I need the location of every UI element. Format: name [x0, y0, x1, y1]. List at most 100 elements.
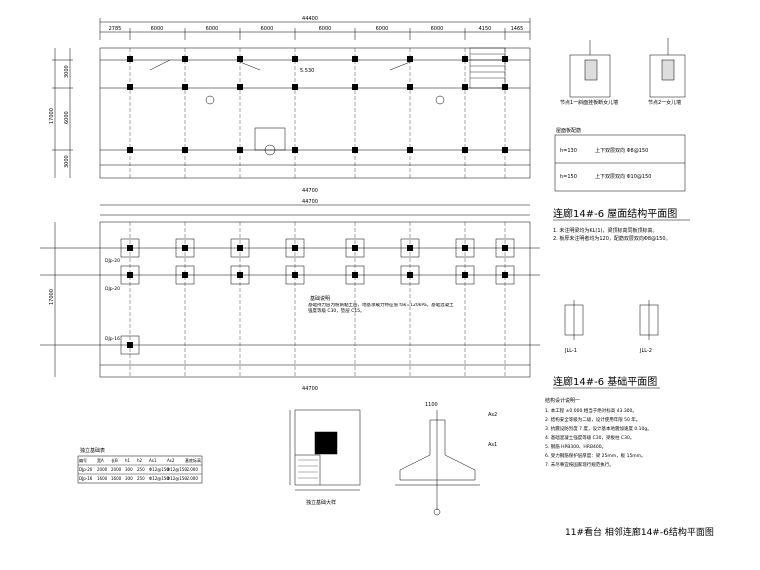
column — [127, 272, 133, 278]
footing-pad — [400, 265, 420, 285]
roof-left-dims — [52, 48, 73, 178]
column — [237, 272, 243, 278]
table-cell: 250 — [137, 476, 145, 481]
column — [407, 272, 413, 278]
slab-legend-title: 屋面板配筋 — [556, 127, 581, 134]
foundation-note-heading: 基础说明 — [310, 295, 330, 302]
jll2-title: JLL-2 — [639, 348, 652, 354]
section-as1: As1 — [488, 442, 497, 448]
footing-detail-plan — [289, 409, 361, 491]
table-cell: Φ12@150 — [167, 476, 187, 481]
dim-left-total: 17000 — [49, 108, 55, 124]
footing-table-title: 独立基础表 — [80, 447, 105, 454]
dim-bay: 6000 — [376, 26, 389, 32]
general-note-item: 5. 钢筋 HPB300、HRB400。 — [545, 443, 606, 450]
roof-columns — [127, 56, 508, 153]
footing-pad — [120, 238, 140, 258]
foundation-note-text: 基础持力层为粉质黏土层，地基承载力特征值 fak=120kPa。基础混凝土强度等… — [308, 303, 454, 314]
dim-left: 3000 — [64, 155, 70, 168]
jll1-title: JLL-1 — [564, 348, 577, 354]
foundation-plan-title: 连廊14#-6 基础平面图 — [553, 375, 657, 388]
table-header: 基底标高 — [185, 457, 201, 463]
footing-pad — [285, 238, 305, 258]
slab-text: 上下双层双向 Φ10@150 — [595, 173, 651, 180]
dim-overall-found-top: 44700 — [302, 199, 318, 205]
dim-bay: 6000 — [319, 26, 332, 32]
column — [127, 245, 133, 251]
roof-dimensions: 44400 2785 6000 6000 6000 6000 6000 6000… — [109, 16, 524, 194]
column — [462, 272, 468, 278]
section-width: 1100 — [425, 402, 438, 408]
table-cell: Φ12@150 — [149, 476, 169, 481]
footing-pad — [455, 238, 475, 258]
dim-bay: 6000 — [261, 26, 274, 32]
general-notes-heading: 结构设计说明一 — [545, 397, 580, 404]
jll-details — [564, 300, 659, 340]
column — [352, 272, 358, 278]
table-frame — [77, 455, 203, 484]
footing-pad — [495, 238, 515, 258]
slab-text: 上下双层双向 Φ8@150 — [595, 147, 648, 154]
table-cell: DJp-16 — [79, 476, 93, 481]
table-cell: Φ12@150 — [167, 467, 187, 472]
footing-pad — [455, 265, 475, 285]
table-header: 编号 — [79, 457, 87, 463]
column — [502, 245, 508, 251]
dim-bay: 6000 — [431, 26, 444, 32]
general-notes: 1. 本工程 ±0.000 相当于绝对标高 43.300。2. 结构安全等级为二… — [545, 407, 652, 468]
column — [407, 245, 413, 251]
table-header: h1 — [125, 458, 131, 463]
dim-left: 6000 — [64, 111, 70, 124]
dim-bay: 6000 — [206, 26, 219, 32]
footing-pad — [175, 265, 195, 285]
column — [292, 272, 298, 278]
dim-overall-top: 44400 — [302, 16, 318, 22]
column — [502, 272, 508, 278]
roof-plan-title: 连廊14#-6 屋面结构平面图 — [553, 207, 677, 220]
column — [462, 245, 468, 251]
elevation-label: 5.530 — [300, 68, 314, 74]
footing-pad — [345, 265, 365, 285]
table-cell: -2.000 — [185, 476, 198, 481]
dim-bay: 1465 — [511, 26, 524, 32]
node-details — [569, 38, 686, 98]
roof-grid-ticks — [99, 18, 531, 40]
column — [182, 245, 188, 251]
dim-bay: 4150 — [479, 26, 492, 32]
roof-note: 2. 板厚未注明者均为120，配筋双层双向Φ8@150。 — [553, 235, 671, 242]
dim-overall-bottom: 44700 — [302, 386, 318, 392]
node1-title: 节点1一斜面挂板断女儿墙 — [560, 99, 618, 106]
dim-bay: 2785 — [109, 26, 122, 32]
column — [237, 245, 243, 251]
footing-pad — [120, 265, 140, 285]
column — [127, 342, 133, 348]
general-note-item: 7. 未尽事宜按国家现行规范执行。 — [545, 461, 614, 468]
dim-overall-mid: 44700 — [302, 188, 318, 194]
node2-title: 节点2一女儿墙 — [648, 99, 681, 106]
table-cell: Φ12@150 — [149, 467, 169, 472]
footing-label: DJp-20 — [105, 258, 120, 264]
roof-note: 1. 未注明梁均为KL(1)，梁顶标高同板顶标高。 — [553, 227, 658, 234]
slab-tag: h=150 — [560, 174, 577, 180]
roof-stair-hatch — [469, 47, 506, 89]
footing-section — [395, 410, 480, 516]
general-note-item: 1. 本工程 ±0.000 相当于绝对标高 43.300。 — [545, 407, 637, 414]
footing-pad — [230, 238, 250, 258]
general-note-item: 3. 抗震设防烈度 7 度，设计基本地震加速度 0.10g。 — [545, 425, 652, 432]
footing-pad — [285, 265, 305, 285]
foundation-note-block: 基础说明 基础持力层为粉质黏土层，地基承载力特征值 fak=120kPa。基础混… — [308, 295, 454, 314]
table-header: h2 — [137, 458, 143, 463]
column — [292, 245, 298, 251]
dim-left-found-total: 17000 — [49, 289, 55, 305]
general-note-item: 6. 受力钢筋保护层厚度：梁 25mm，板 15mm。 — [545, 452, 646, 459]
footing-pad — [230, 265, 250, 285]
table-header: As2 — [167, 458, 175, 463]
slab-legend: 屋面板配筋 h=130 上下双层双向 Φ8@150 h=150 上下双层双向 Φ… — [554, 127, 686, 192]
roof-plan — [99, 18, 531, 179]
general-note-item: 4. 基础混凝土强度等级 C30，梁板柱 C30。 — [545, 434, 634, 441]
table-cell: 300 — [125, 467, 133, 472]
drawing-title: 11#看台 相邻连廊14#-6结构平面图 — [565, 526, 714, 538]
slab-tag: h=130 — [560, 148, 577, 154]
